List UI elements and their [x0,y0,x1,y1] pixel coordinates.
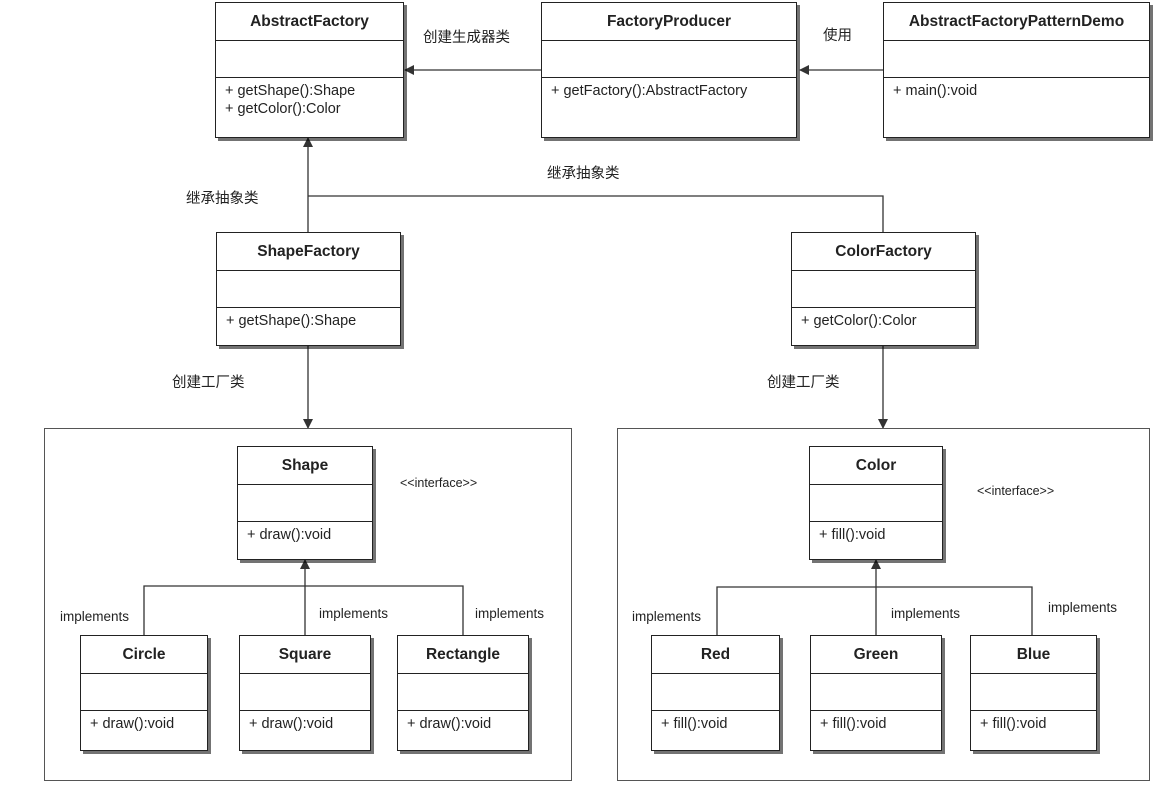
operation: + draw():void [407,716,492,732]
operations-section: + fill():void [652,711,779,733]
operation: + getShape():Shape [226,313,357,329]
class-red[interactable]: Red + fill():void [651,635,780,751]
class-name: Green [811,636,941,674]
operations-section: + getFactory():AbstractFactory [542,78,796,100]
label-inherit-left: 继承抽象类 [186,191,259,207]
class-abstract-factory-pattern-demo[interactable]: AbstractFactoryPatternDemo + main():void [883,2,1150,138]
class-shape-factory[interactable]: ShapeFactory + getShape():Shape [216,232,401,346]
class-green[interactable]: Green + fill():void [810,635,942,751]
interface-color[interactable]: Color + fill():void [809,446,943,560]
label-create-factory-right: 创建工厂类 [767,375,840,391]
attributes-section [81,674,207,711]
class-name: Circle [81,636,207,674]
attributes-section [240,674,370,711]
attributes-section [238,485,372,522]
operation: + draw():void [90,716,175,732]
attributes-section [810,485,942,522]
edge-colorfactory-inherit [308,195,884,232]
class-square[interactable]: Square + draw():void [239,635,371,751]
label-implements-red: implements [632,609,702,624]
color-stereotype: <<interface>> [977,484,1055,498]
operation: + fill():void [661,716,728,732]
operation: + fill():void [819,527,886,543]
class-blue[interactable]: Blue + fill():void [970,635,1097,751]
operation: + fill():void [980,716,1047,732]
class-name: ColorFactory [792,233,975,271]
label-create-factory-left: 创建工厂类 [172,375,245,391]
label-inherit-right: 继承抽象类 [547,166,620,182]
label-implements-blue: implements [1048,600,1118,615]
label-create-generator: 创建生成器类 [423,30,510,46]
class-factory-producer[interactable]: FactoryProducer + getFactory():AbstractF… [541,2,797,138]
attributes-section [398,674,528,711]
operations-section: + fill():void [811,711,941,733]
operations-section: + fill():void [971,711,1096,733]
operations-section: + getShape():Shape [217,308,400,330]
class-name: Shape [238,447,372,485]
class-name: AbstractFactoryPatternDemo [884,3,1149,41]
label-implements-circle: implements [60,609,130,624]
interface-shape[interactable]: Shape + draw():void [237,446,373,560]
attributes-section [792,271,975,308]
operations-section: + getColor():Color [792,308,975,330]
operation: + draw():void [249,716,334,732]
label-implements-green: implements [891,606,961,621]
shape-group-frame [44,428,572,781]
class-abstract-factory[interactable]: AbstractFactory + getShape():Shape + get… [215,2,404,138]
operations-section: + draw():void [238,522,372,544]
operations-section: + getShape():Shape + getColor():Color [216,78,403,118]
label-implements-rectangle: implements [475,606,545,621]
operation: + getFactory():AbstractFactory [551,83,748,99]
operations-section: + fill():void [810,522,942,544]
operations-section: + draw():void [398,711,528,733]
operation: + main():void [893,83,978,99]
class-color-factory[interactable]: ColorFactory + getColor():Color [791,232,976,346]
operation: + fill():void [820,716,887,732]
attributes-section [971,674,1096,711]
label-use: 使用 [823,28,852,44]
operation: + getColor():Color [225,101,341,117]
class-name: ShapeFactory [217,233,400,271]
label-implements-square: implements [319,606,389,621]
class-rectangle[interactable]: Rectangle + draw():void [397,635,529,751]
operations-section: + draw():void [81,711,207,733]
attributes-section [811,674,941,711]
attributes-section [652,674,779,711]
attributes-section [542,41,796,78]
color-group-frame [617,428,1150,781]
class-name: AbstractFactory [216,3,403,41]
attributes-section [216,41,403,78]
attributes-section [217,271,400,308]
class-name: Blue [971,636,1096,674]
class-name: FactoryProducer [542,3,796,41]
operations-section: + draw():void [240,711,370,733]
edge-red-implements [716,586,1033,635]
class-name: Square [240,636,370,674]
operation: + getColor():Color [801,313,917,329]
operations-section: + main():void [884,78,1149,100]
class-circle[interactable]: Circle + draw():void [80,635,208,751]
edge-circle-implements [143,585,464,635]
attributes-section [884,41,1149,78]
operation: + draw():void [247,527,332,543]
class-name: Rectangle [398,636,528,674]
shape-stereotype: <<interface>> [400,476,478,490]
class-name: Red [652,636,779,674]
operation: + getShape():Shape [225,83,356,99]
class-name: Color [810,447,942,485]
